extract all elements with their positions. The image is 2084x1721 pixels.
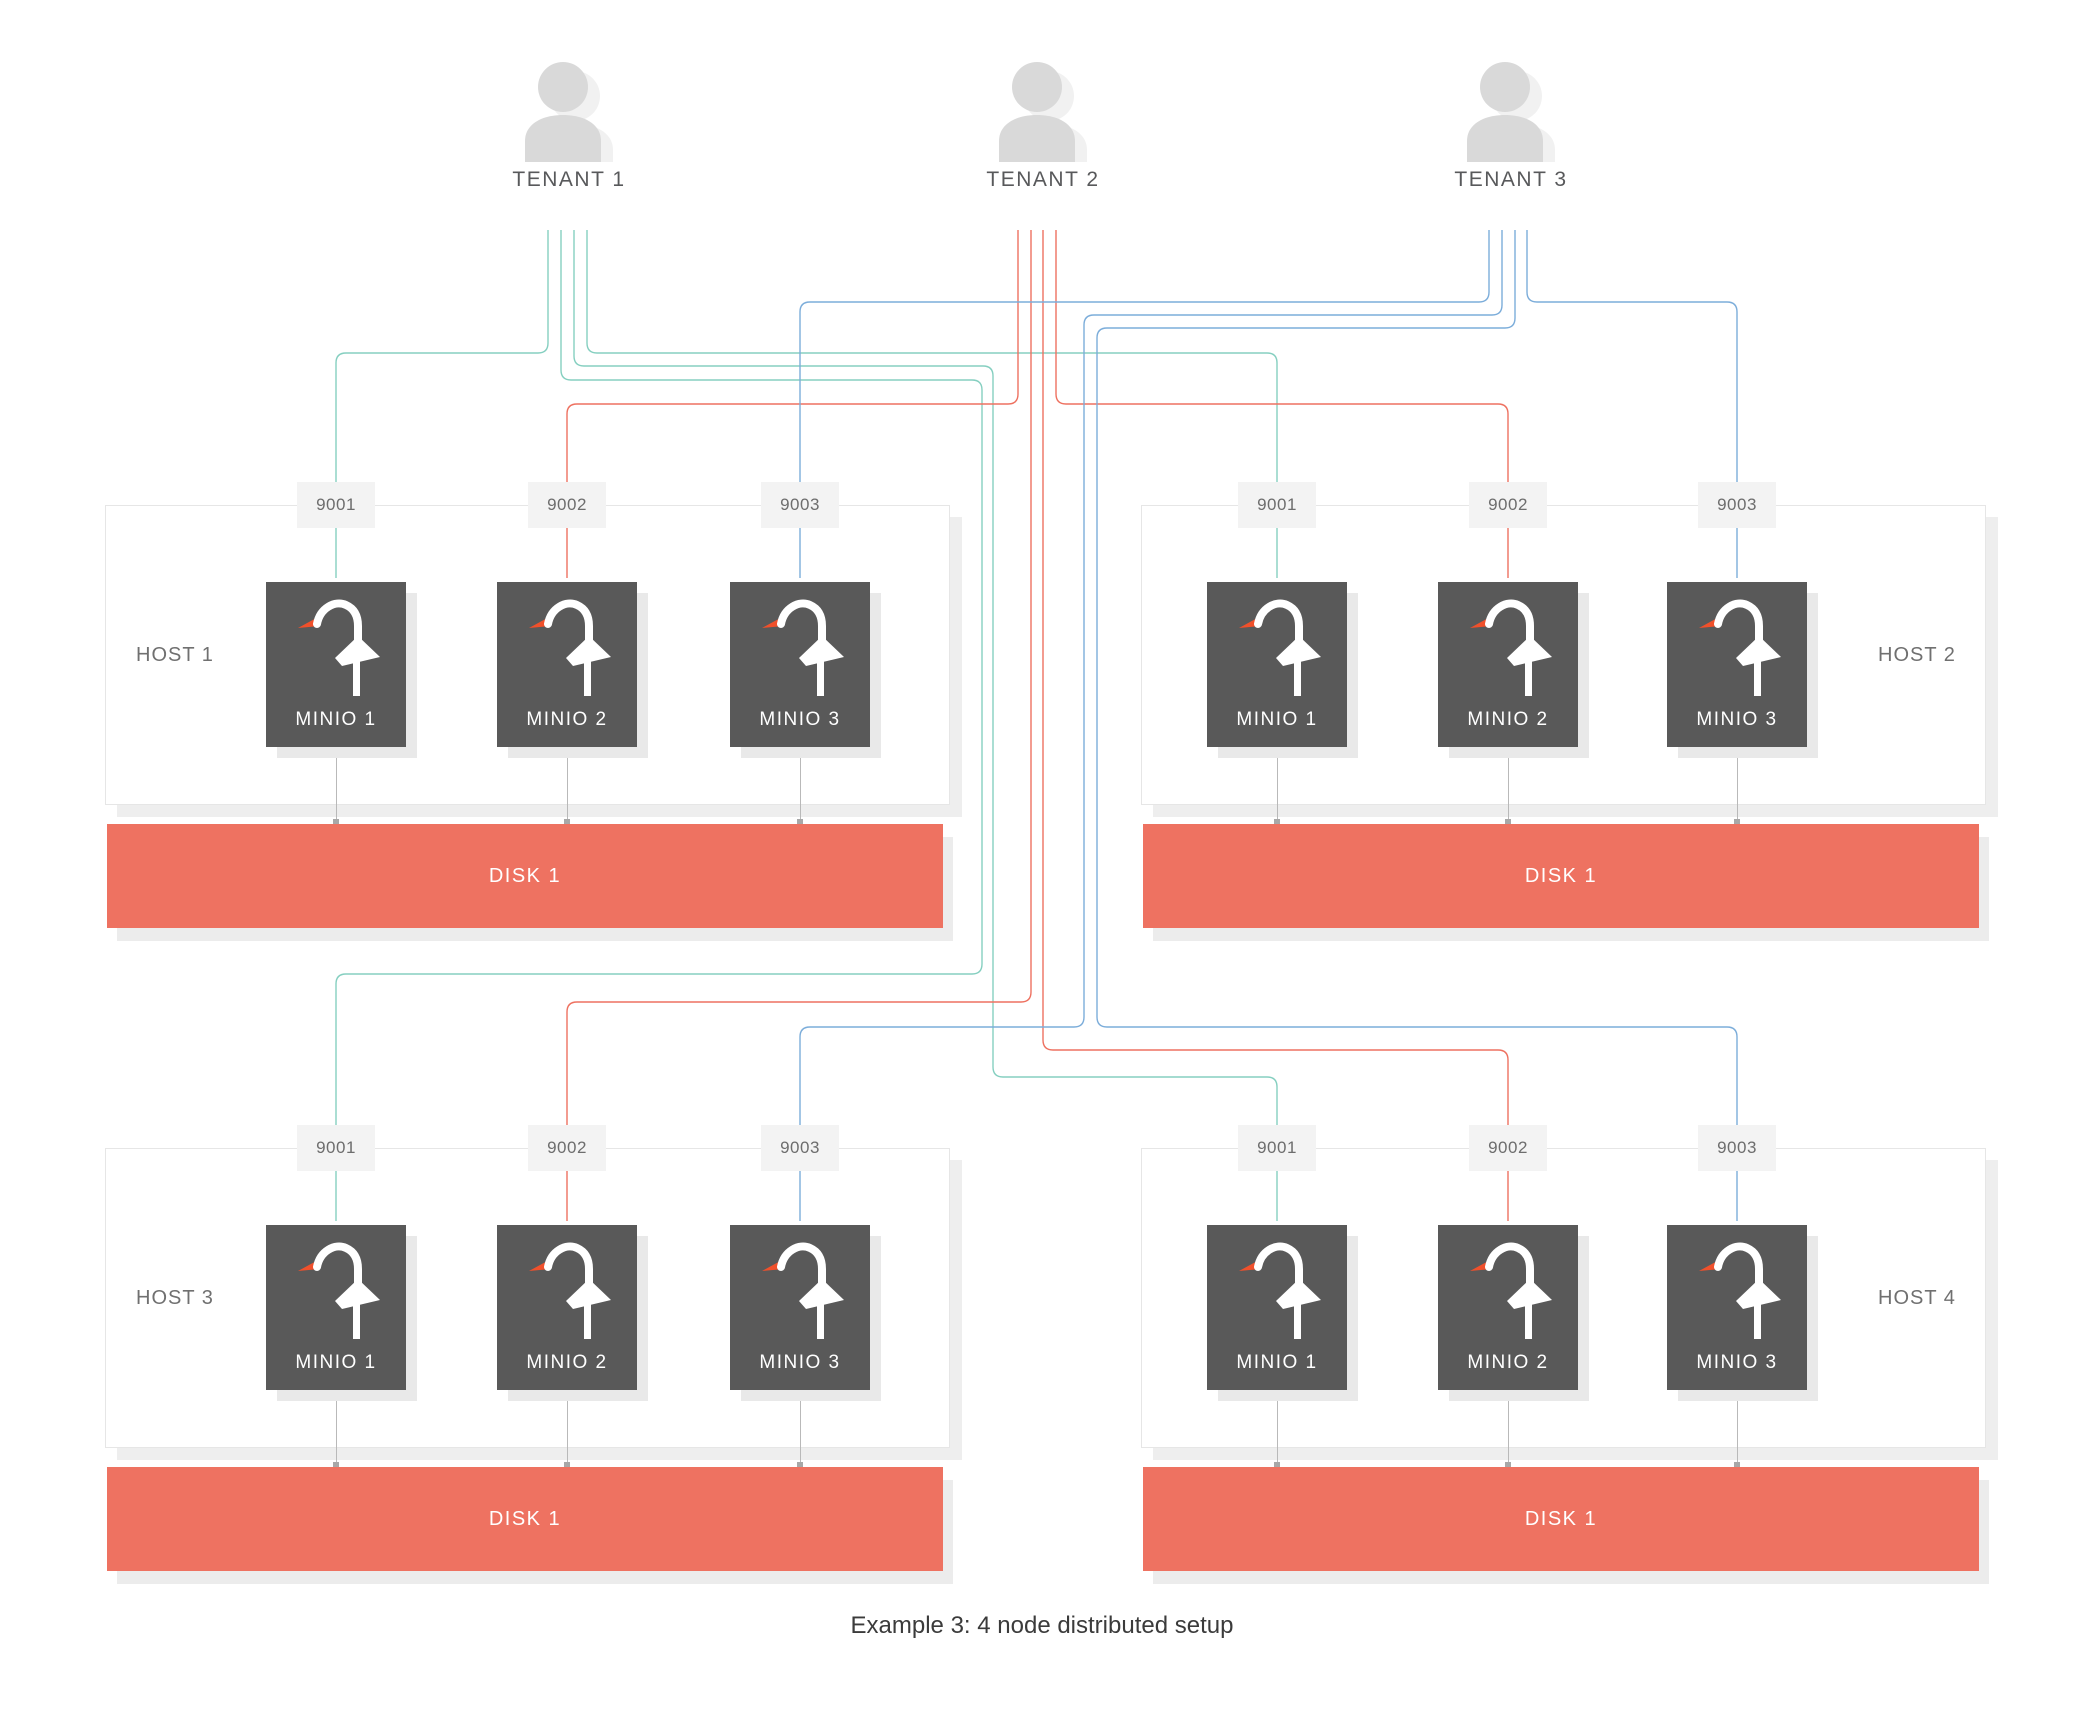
minio-node-label: MINIO 2 <box>1467 1352 1549 1373</box>
tenant-2-label: TENANT 2 <box>986 168 1100 191</box>
minio-stork-icon <box>1470 1242 1552 1339</box>
disk-label: DISK 1 <box>488 864 562 887</box>
host-4-label: HOST 4 <box>1878 1287 1956 1309</box>
node-disk-link <box>567 747 568 824</box>
host-1-disk: DISK 1 <box>107 824 943 928</box>
minio-stork-icon <box>298 1242 380 1339</box>
minio-node: MINIO 3 <box>730 1225 870 1390</box>
tenant-1-label: TENANT 1 <box>512 168 626 191</box>
minio-stork-icon <box>1699 599 1781 696</box>
minio-node: MINIO 2 <box>1438 1225 1578 1390</box>
disk-label: DISK 1 <box>1524 864 1598 887</box>
diagram-caption: Example 3: 4 node distributed setup <box>850 1612 1234 1639</box>
minio-node-label: MINIO 1 <box>1236 709 1318 730</box>
node-disk-link <box>336 747 337 824</box>
node-disk-link <box>1737 747 1738 824</box>
host-2-port-9003: 9003 <box>1698 482 1776 528</box>
minio-node-label: MINIO 2 <box>526 709 608 730</box>
tenant-1: TENANT 1 <box>469 62 669 192</box>
minio-node-label: MINIO 2 <box>526 1352 608 1373</box>
host-3-label: HOST 3 <box>136 1287 214 1309</box>
minio-node-label: MINIO 1 <box>295 709 377 730</box>
host-4-port-9002: 9002 <box>1469 1125 1547 1171</box>
node-disk-link <box>1508 1390 1509 1467</box>
person-icon <box>1467 62 1555 162</box>
minio-node: MINIO 2 <box>497 1225 637 1390</box>
minio-node-label: MINIO 3 <box>1696 1352 1778 1373</box>
minio-node-label: MINIO 3 <box>759 1352 841 1373</box>
node-disk-link <box>567 1390 568 1467</box>
minio-node: MINIO 1 <box>266 1225 406 1390</box>
minio-stork-icon <box>1239 1242 1321 1339</box>
host-2-port-9001: 9001 <box>1238 482 1316 528</box>
minio-stork-icon <box>1470 599 1552 696</box>
host-1-port-9003: 9003 <box>761 482 839 528</box>
node-disk-link <box>800 1390 801 1467</box>
minio-node-label: MINIO 3 <box>759 709 841 730</box>
minio-node: MINIO 3 <box>1667 582 1807 747</box>
node-disk-link <box>336 1390 337 1467</box>
minio-stork-icon <box>298 599 380 696</box>
host-2-label: HOST 2 <box>1878 644 1956 666</box>
minio-stork-icon <box>762 599 844 696</box>
minio-node: MINIO 1 <box>266 582 406 747</box>
tenant-3-label: TENANT 3 <box>1454 168 1568 191</box>
minio-stork-icon <box>529 599 611 696</box>
host-3-disk: DISK 1 <box>107 1467 943 1571</box>
host-4-port-9003: 9003 <box>1698 1125 1776 1171</box>
host-3-port-9002: 9002 <box>528 1125 606 1171</box>
node-disk-link <box>800 747 801 824</box>
node-disk-link <box>1737 1390 1738 1467</box>
tenant-3: TENANT 3 <box>1411 62 1611 192</box>
node-disk-link <box>1277 747 1278 824</box>
disk-label: DISK 1 <box>488 1507 562 1530</box>
minio-stork-icon <box>1239 599 1321 696</box>
minio-node: MINIO 3 <box>730 582 870 747</box>
host-4-port-9001: 9001 <box>1238 1125 1316 1171</box>
host-1-label: HOST 1 <box>136 644 214 666</box>
minio-node: MINIO 2 <box>1438 582 1578 747</box>
minio-stork-icon <box>529 1242 611 1339</box>
minio-node: MINIO 2 <box>497 582 637 747</box>
host-2-port-9002: 9002 <box>1469 482 1547 528</box>
node-disk-link <box>1277 1390 1278 1467</box>
minio-node-label: MINIO 1 <box>295 1352 377 1373</box>
minio-stork-icon <box>1699 1242 1781 1339</box>
minio-node: MINIO 1 <box>1207 582 1347 747</box>
host-4-disk: DISK 1 <box>1143 1467 1979 1571</box>
minio-stork-icon <box>762 1242 844 1339</box>
host-3-port-9001: 9001 <box>297 1125 375 1171</box>
person-icon <box>525 62 613 162</box>
host-3-port-9003: 9003 <box>761 1125 839 1171</box>
host-1-port-9001: 9001 <box>297 482 375 528</box>
disk-label: DISK 1 <box>1524 1507 1598 1530</box>
minio-node: MINIO 1 <box>1207 1225 1347 1390</box>
person-icon <box>999 62 1087 162</box>
host-2-disk: DISK 1 <box>1143 824 1979 928</box>
tenant-2: TENANT 2 <box>943 62 1143 192</box>
minio-node: MINIO 3 <box>1667 1225 1807 1390</box>
minio-node-label: MINIO 3 <box>1696 709 1778 730</box>
node-disk-link <box>1508 747 1509 824</box>
minio-node-label: MINIO 1 <box>1236 1352 1318 1373</box>
minio-node-label: MINIO 2 <box>1467 709 1549 730</box>
host-1-port-9002: 9002 <box>528 482 606 528</box>
